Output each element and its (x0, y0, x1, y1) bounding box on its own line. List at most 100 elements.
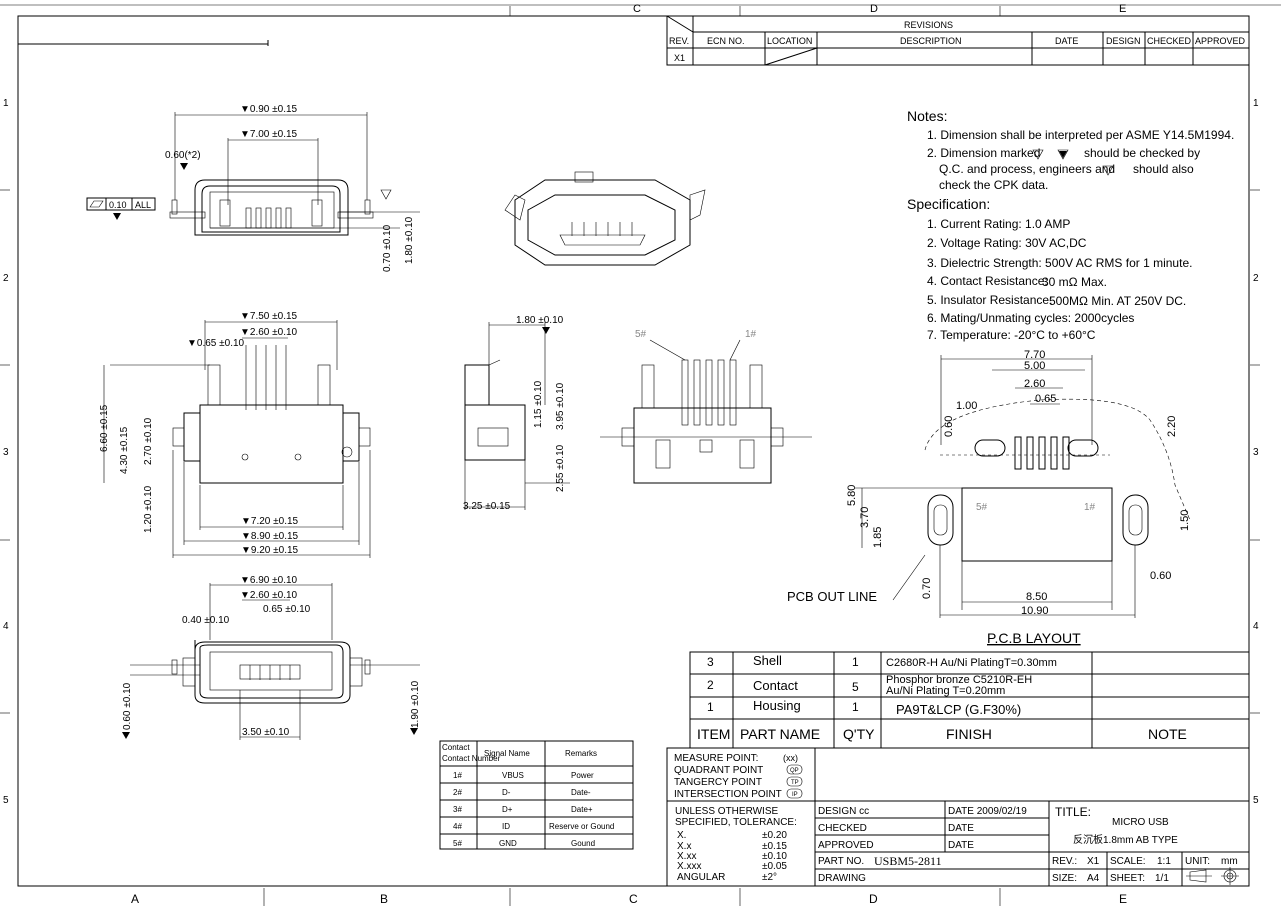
svg-text:▼7.00 ±0.15: ▼7.00 ±0.15 (240, 129, 298, 140)
top-view: ▼0.90 ±0.15 ▼7.00 ±0.15 0.60(*2) 0.10 AL… (86, 104, 420, 272)
svg-text:1#: 1# (1084, 502, 1096, 513)
svg-text:X1: X1 (1087, 856, 1100, 867)
front-view: 5# 1# (600, 329, 812, 484)
svg-text:0.70 ±0.10: 0.70 ±0.10 (382, 224, 393, 272)
svg-text:DATE: DATE (948, 823, 974, 834)
svg-text:2. Voltage Rating: 30V AC,DC: 2. Voltage Rating: 30V AC,DC (927, 236, 1087, 250)
svg-text:QP: QP (790, 768, 799, 774)
svg-text:500MΩ Min. AT 250V DC.: 500MΩ Min. AT 250V DC. (1049, 294, 1186, 308)
col-label-top: E (1119, 3, 1126, 15)
col-label-top: D (870, 3, 878, 15)
svg-text:30 mΩ Max.: 30 mΩ Max. (1042, 275, 1107, 289)
svg-text:Gound: Gound (571, 839, 595, 848)
svg-text:Shell: Shell (753, 653, 782, 668)
svg-text:should be checked by: should be checked by (1084, 146, 1200, 160)
svg-text:Reserve or Gound: Reserve or Gound (549, 822, 614, 831)
col-label-bottom: B (380, 892, 388, 906)
svg-text:▼2.60 ±0.10: ▼2.60 ±0.10 (240, 590, 298, 601)
svg-text:1#: 1# (453, 771, 462, 780)
svg-text:0.10: 0.10 (109, 200, 127, 210)
svg-text:Q.C. and process, engineers an: Q.C. and process, engineers and (939, 162, 1115, 176)
svg-text:1: 1 (1253, 98, 1259, 109)
svg-text:3.95 ±0.10: 3.95 ±0.10 (555, 382, 566, 430)
svg-text:DATE 2009/02/19: DATE 2009/02/19 (948, 806, 1027, 817)
svg-text:QUADRANT POINT: QUADRANT POINT (674, 765, 763, 776)
svg-text:5.80: 5.80 (846, 485, 858, 506)
svg-text:PA9T&LCP (G.F30%): PA9T&LCP (G.F30%) (896, 702, 1021, 717)
svg-text:1.15 ±0.10: 1.15 ±0.10 (533, 380, 544, 428)
svg-text:APPROVED: APPROVED (1195, 36, 1246, 46)
svg-text:3#: 3# (453, 805, 462, 814)
svg-text:3.25 ±0.15: 3.25 ±0.15 (463, 501, 511, 512)
svg-text:1. Current Rating: 1.0 AMP: 1. Current Rating: 1.0 AMP (927, 217, 1070, 231)
svg-text:1. Dimension shall be interpre: 1. Dimension shall be interpreted per AS… (927, 128, 1234, 142)
specification-block: Specification: 1. Current Rating: 1.0 AM… (907, 196, 1192, 342)
part-number: USBM5-2811 (874, 854, 942, 868)
svg-text:2. Dimension marked: 2. Dimension marked (927, 146, 1040, 160)
isometric-view (504, 171, 706, 266)
svg-text:DATE: DATE (948, 840, 974, 851)
svg-text:DESCRIPTION: DESCRIPTION (900, 36, 962, 46)
svg-text:1.80 ±0.10: 1.80 ±0.10 (516, 315, 564, 326)
spec-title: Specification: (907, 196, 990, 212)
svg-text:Au/Ni Plating T=0.20mm: Au/Ni Plating T=0.20mm (886, 685, 1005, 697)
svg-text:MEASURE POINT:: MEASURE POINT: (674, 753, 758, 764)
svg-text:SHEET:: SHEET: (1110, 873, 1145, 884)
side-view: 1.80 ±0.10 3.25 ±0.15 1.15 ±0.10 3.95 ±0… (463, 315, 570, 512)
svg-text:2: 2 (707, 678, 714, 692)
svg-text:3.70: 3.70 (859, 507, 871, 528)
svg-text:▼0.90 ±0.15: ▼0.90 ±0.15 (240, 104, 298, 115)
svg-text:CHECKED: CHECKED (1147, 36, 1192, 46)
svg-text:5.00: 5.00 (1024, 360, 1045, 372)
svg-text:5: 5 (3, 795, 9, 806)
svg-text:X.: X. (677, 830, 686, 841)
svg-text:1.85: 1.85 (872, 527, 884, 548)
svg-text:0.60: 0.60 (943, 416, 955, 437)
svg-text:1: 1 (707, 700, 714, 714)
svg-text:7. Temperature: -20°C to +60°C: 7. Temperature: -20°C to +60°C (927, 328, 1096, 342)
pcb-layout: 7.70 5.00 2.60 0.65 1.00 0.60 2.20 5# 1#… (787, 349, 1191, 646)
svg-text:X1: X1 (674, 53, 685, 63)
svg-text:1#: 1# (745, 329, 757, 340)
svg-text:PART NO.: PART NO. (818, 856, 864, 867)
svg-text:D+: D+ (502, 805, 513, 814)
svg-text:3. Dielectric Strength: 500V A: 3. Dielectric Strength: 500V AC RMS for … (927, 256, 1192, 270)
svg-text:Phosphor bronze C5210R-EH: Phosphor bronze C5210R-EH (886, 674, 1032, 686)
col-label-bottom: A (131, 892, 139, 906)
svg-text:LOCATION: LOCATION (767, 36, 812, 46)
svg-text:D-: D- (502, 788, 511, 797)
svg-text:TITLE:: TITLE: (1055, 805, 1091, 819)
svg-text:C2680R-H Au/Ni PlatingT=0.30: C2680R-H Au/Ni PlatingT=0.30mm (886, 657, 1057, 669)
notes-block: Notes: 1. Dimension shall be interpreted… (907, 108, 1234, 192)
svg-text:▼7.50 ±0.15: ▼7.50 ±0.15 (240, 311, 298, 322)
svg-text:REV.: REV. (669, 36, 689, 46)
svg-text:1.00: 1.00 (956, 400, 977, 412)
svg-text:▼8.90 ±0.15: ▼8.90 ±0.15 (241, 531, 299, 542)
svg-text:Signal Name: Signal Name (484, 749, 530, 758)
svg-text:8.50: 8.50 (1026, 591, 1047, 603)
svg-text:1.50: 1.50 (1179, 510, 1191, 531)
svg-text:ANGULAR: ANGULAR (677, 872, 725, 883)
svg-text:Power: Power (571, 771, 594, 780)
svg-text:2#: 2# (453, 788, 462, 797)
svg-text:2: 2 (1253, 273, 1259, 284)
svg-text:1.90 ±0.10: 1.90 ±0.10 (410, 680, 421, 728)
svg-text:5. Insulator Resistance:: 5. Insulator Resistance: (927, 293, 1052, 307)
svg-text:check the CPK data.: check the CPK data. (939, 178, 1048, 192)
svg-text:Q'TY: Q'TY (843, 726, 875, 742)
svg-text:3: 3 (3, 447, 9, 458)
svg-text:3.50 ±0.10: 3.50 ±0.10 (242, 727, 290, 738)
svg-text:▼6.90 ±0.10: ▼6.90 ±0.10 (240, 575, 298, 586)
svg-text:DESIGN cc: DESIGN cc (818, 806, 869, 817)
svg-text:ITEM: ITEM (697, 726, 730, 742)
svg-text:5#: 5# (635, 329, 647, 340)
svg-text:0.60(*2): 0.60(*2) (165, 150, 201, 161)
svg-text:UNLESS OTHERWISE: UNLESS OTHERWISE (675, 806, 778, 817)
svg-text:Date-: Date- (571, 788, 591, 797)
svg-text:UNIT:: UNIT: (1185, 856, 1210, 867)
title-block: MEASURE POINT: (xx) QUADRANT POINT QP TA… (666, 747, 1250, 887)
svg-text:1: 1 (852, 700, 859, 714)
svg-text:5: 5 (852, 680, 859, 694)
svg-text:ID: ID (502, 822, 510, 831)
svg-text:6.60 ±0.15: 6.60 ±0.15 (99, 404, 110, 452)
